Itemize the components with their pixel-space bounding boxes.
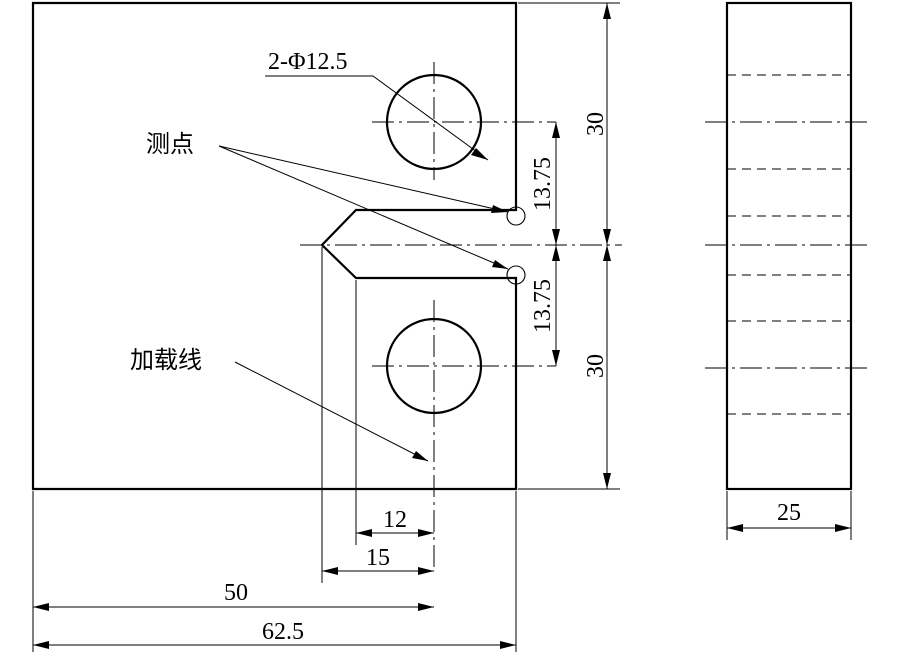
leaders — [218, 75, 509, 462]
front-view — [31, 1, 622, 568]
side-view — [705, 1, 872, 540]
measure-point-lower — [506, 265, 526, 285]
measure-points-label: 测点 — [146, 130, 194, 158]
vertical-dimensions — [518, 2, 620, 490]
dim-13-75-upper: 13.75 — [530, 157, 556, 211]
dim-50: 50 — [224, 580, 248, 606]
dim-62-5: 62.5 — [262, 619, 304, 645]
dim-30-upper: 30 — [583, 112, 609, 136]
dim-15: 15 — [366, 545, 390, 571]
annotations: 2-Φ12.5 测点 加载线 30 30 13.75 13.75 12 15 5… — [130, 49, 801, 645]
specimen-outline — [31, 1, 518, 491]
side-view-outline — [725, 1, 853, 491]
hole-callout-label: 2-Φ12.5 — [268, 49, 348, 75]
dim-13-75-lower: 13.75 — [530, 279, 556, 333]
measure-point-upper — [506, 206, 526, 226]
horizontal-dimensions — [32, 247, 517, 652]
dim-25-thickness: 25 — [777, 500, 801, 526]
dim-12: 12 — [383, 507, 407, 533]
load-line-label: 加载线 — [130, 346, 202, 374]
dim-30-lower: 30 — [583, 354, 609, 378]
